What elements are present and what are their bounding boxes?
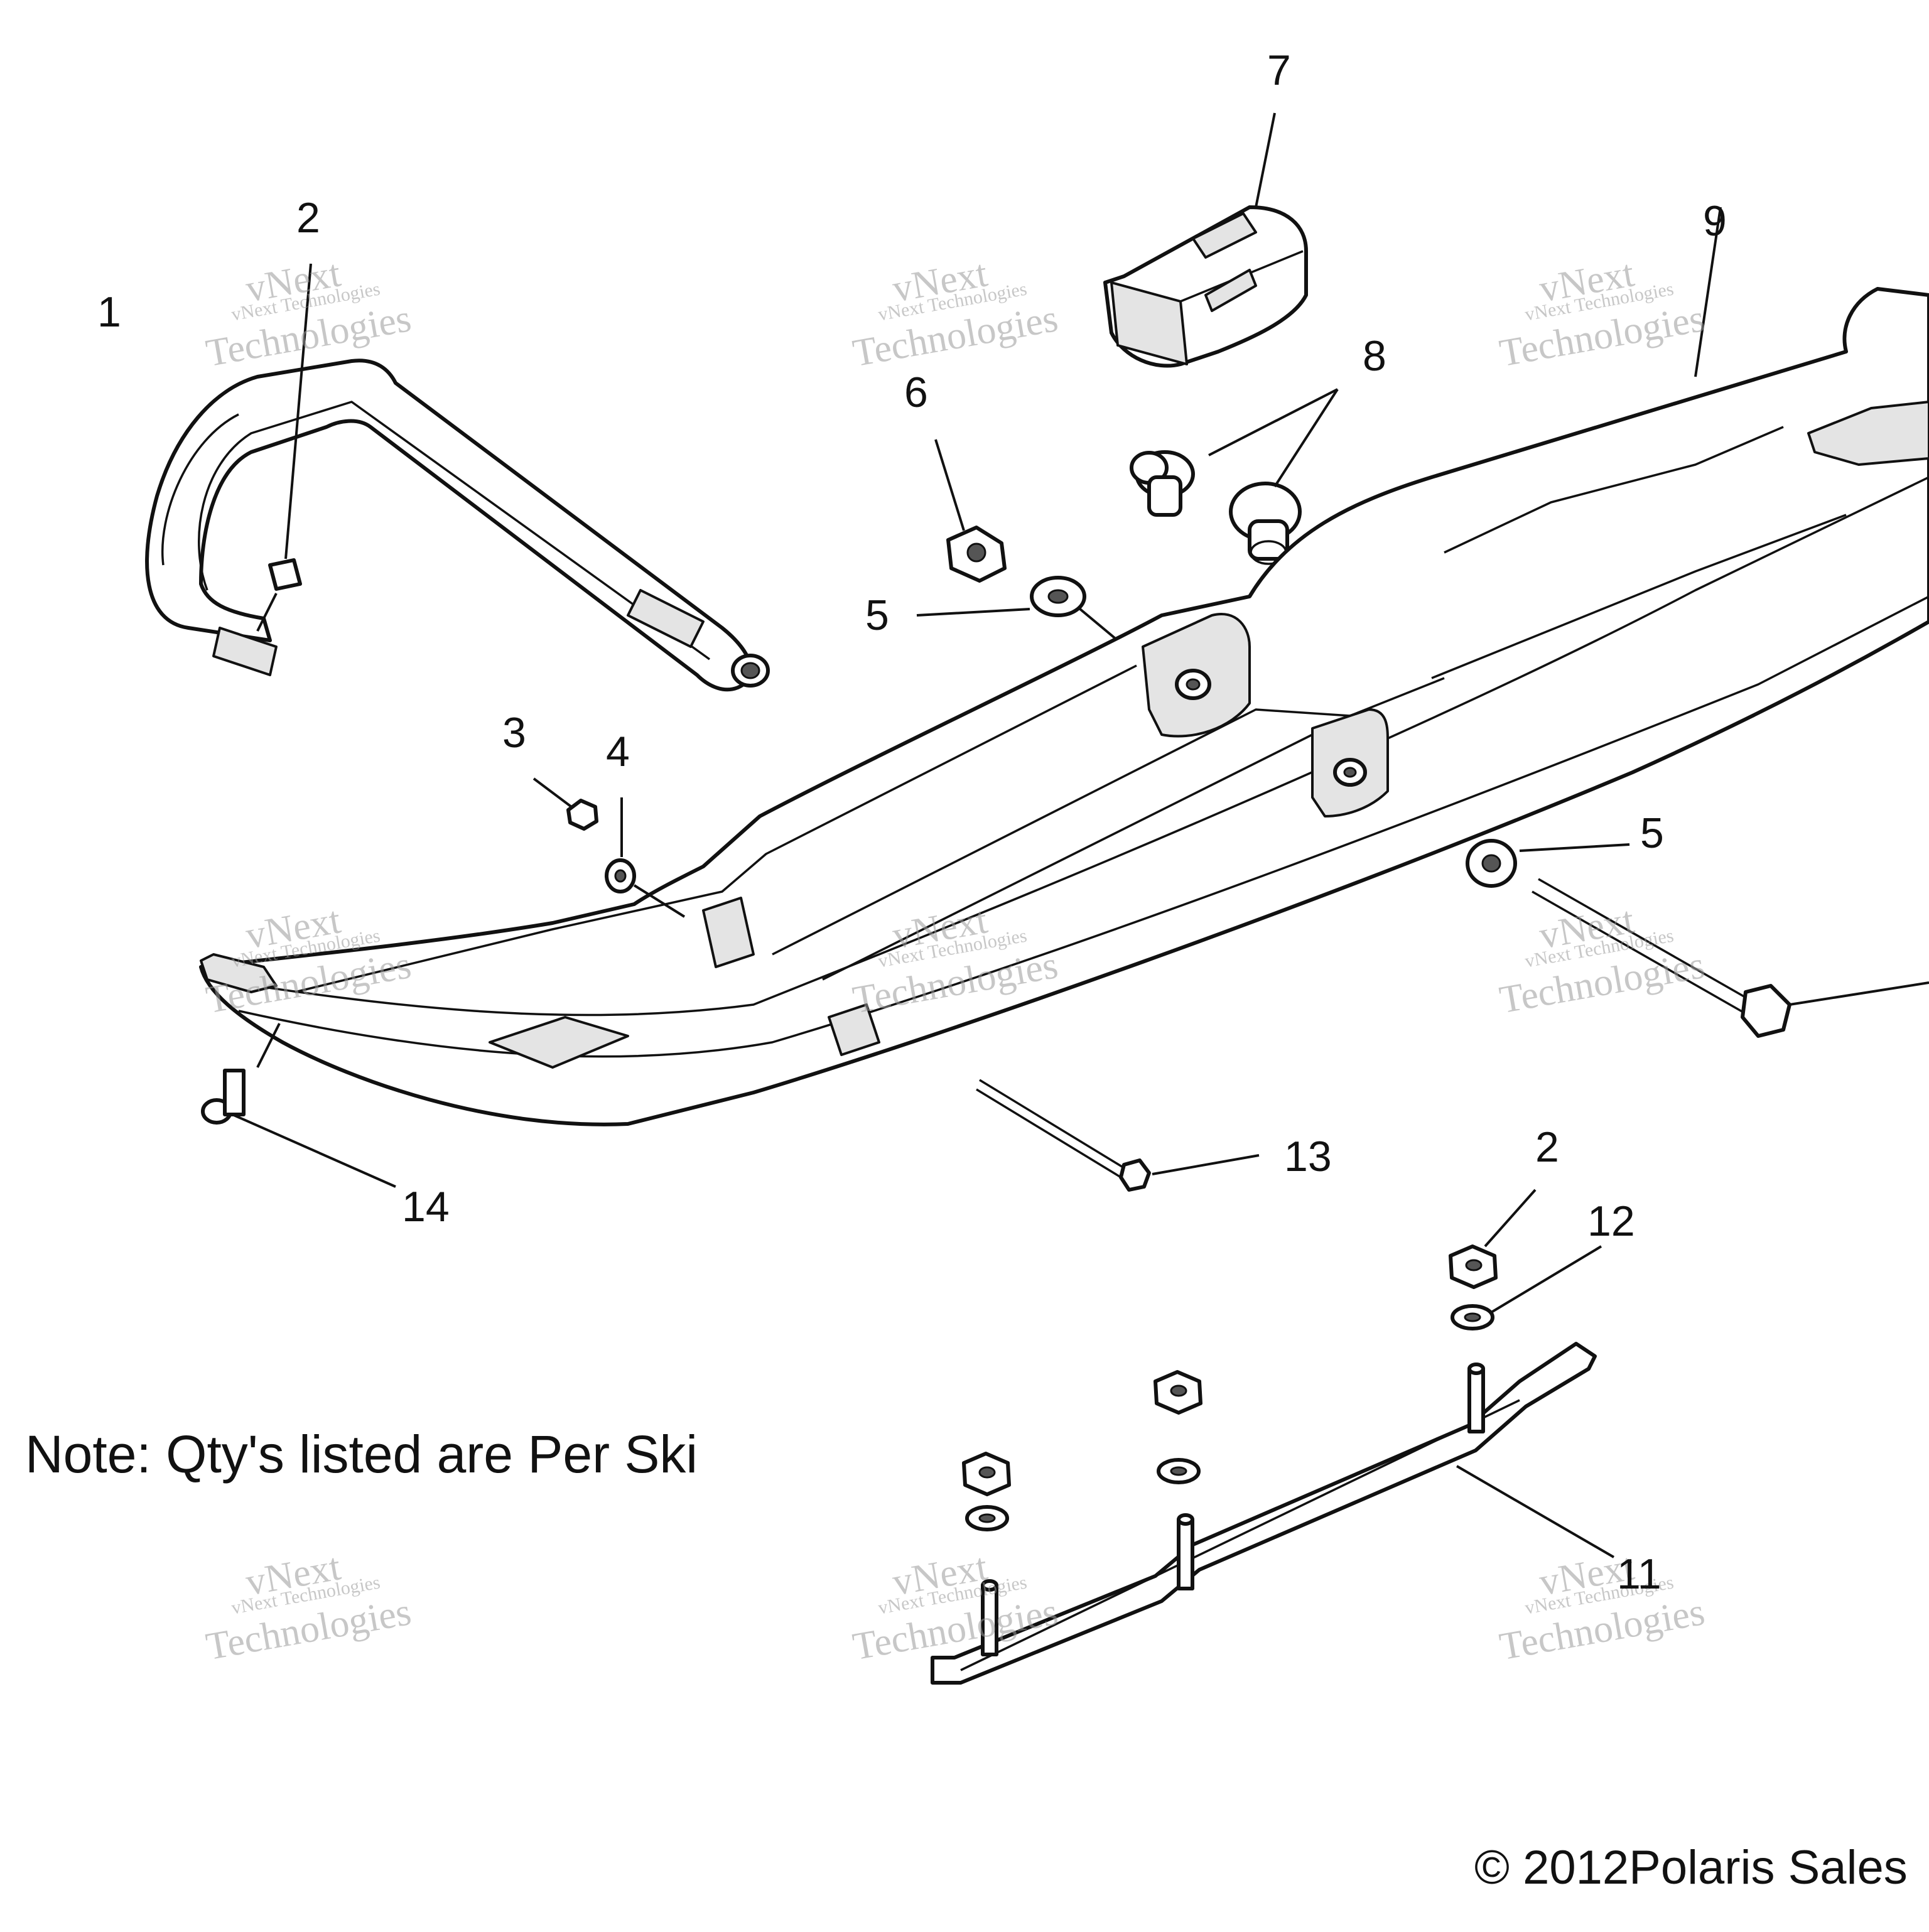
- callout-4: 4: [606, 728, 630, 775]
- part-14-rivet: [201, 1023, 396, 1188]
- wear-bar-nut-2: [1154, 1370, 1202, 1484]
- callout-7: 7: [1267, 46, 1291, 94]
- note-text: Note: Qty's listed are Per Ski: [25, 1425, 698, 1484]
- part-2-nut-lower: [1449, 1189, 1537, 1289]
- watermark-6: vNext vNext Technologies Technologies: [1496, 899, 1707, 1022]
- part-5-washer-upper: [916, 576, 1119, 642]
- callout-9: 9: [1703, 197, 1727, 245]
- part-4-washer: [605, 797, 686, 918]
- callout-2-upper: 2: [296, 194, 320, 242]
- callout-1: 1: [97, 288, 121, 336]
- copyright-text: © 2012Polaris Sales: [1474, 1841, 1908, 1894]
- part-6-hex-nut: [934, 439, 1007, 583]
- callout-14: 14: [402, 1183, 450, 1231]
- callout-5-upper: 5: [865, 591, 889, 639]
- part-3-nut: [532, 777, 598, 831]
- callout-12: 12: [1587, 1197, 1635, 1245]
- watermark-3: vNext vNext Technologies Technologies: [1496, 252, 1707, 375]
- callout-6: 6: [904, 369, 928, 416]
- callout-3: 3: [502, 709, 526, 757]
- callout-11: 11: [1617, 1550, 1662, 1598]
- callout-8: 8: [1363, 332, 1386, 380]
- part-5-washer-lower: [1466, 839, 1630, 888]
- part-1-ski-loop: [145, 359, 770, 692]
- part-11-wear-bar: [931, 1342, 1615, 1685]
- watermark-2: vNext vNext Technologies Technologies: [850, 252, 1061, 375]
- part-12-washer: [1451, 1245, 1602, 1330]
- part-7-bumper: [1103, 112, 1308, 368]
- watermark-9: vNext vNext Technologies Technologies: [1496, 1545, 1707, 1668]
- callout-5-lower: 5: [1640, 809, 1664, 857]
- part-13-bolt: [976, 1079, 1260, 1192]
- part-9-ski-body: [199, 207, 1929, 1126]
- part-8-bushings: [1130, 388, 1339, 565]
- wear-bar-nut-1: [962, 1452, 1011, 1531]
- callout-2-lower: 2: [1535, 1123, 1559, 1171]
- part-long-bolt: [1532, 878, 1929, 1038]
- part-2-nut-upper: [256, 263, 312, 632]
- callout-13: 13: [1284, 1133, 1332, 1180]
- watermark-1: vNext vNext Technologies Technologies: [203, 252, 414, 375]
- watermark-7: vNext vNext Technologies Technologies: [203, 1545, 414, 1668]
